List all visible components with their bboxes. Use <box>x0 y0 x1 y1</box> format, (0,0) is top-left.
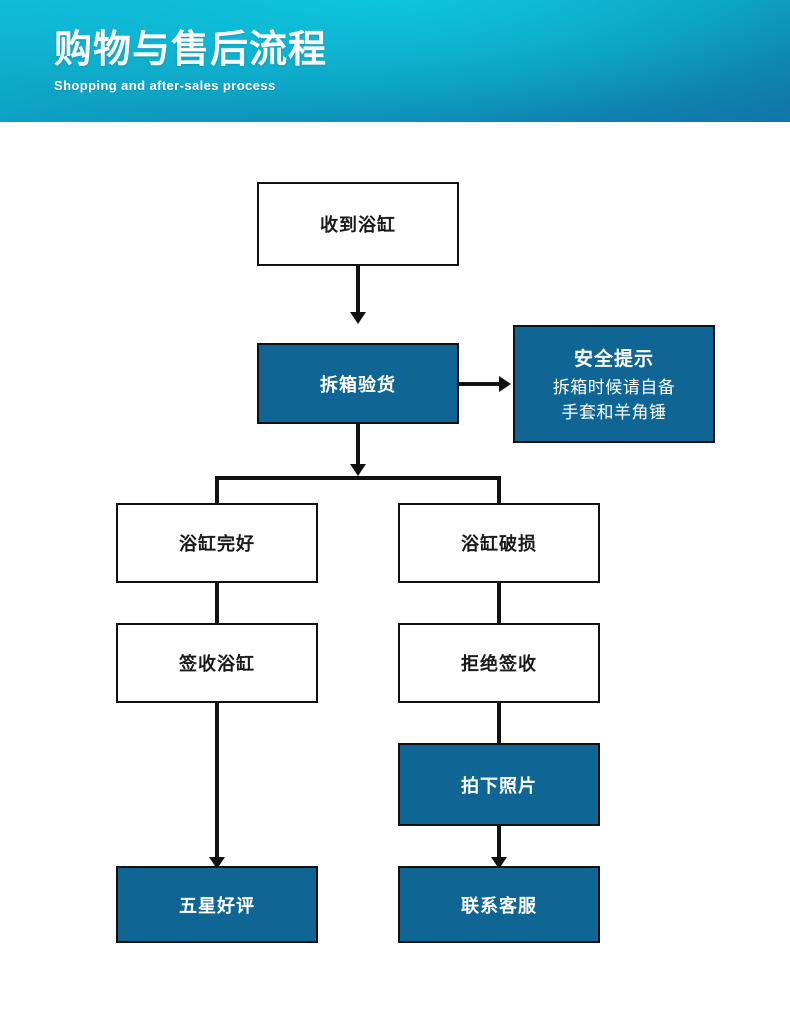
edge-unbox-to-split <box>356 424 360 466</box>
node-unbox-inspect[interactable]: 拆箱验货 <box>257 343 459 424</box>
edge-sign-to-review <box>215 703 219 871</box>
node-safety-notice-title: 安全提示 <box>573 348 654 370</box>
node-safety-notice-line-1: 拆箱时候请自备 <box>552 377 676 397</box>
page-title: 购物与售后流程 <box>54 29 328 71</box>
node-sign-for-bathtub[interactable]: 签收浴缸 <box>116 623 318 703</box>
node-contact-support-label: 联系客服 <box>461 895 537 916</box>
page-header-banner: 购物与售后流程 Shopping and after-sales process <box>0 0 790 122</box>
edge-received-to-unbox <box>356 266 360 314</box>
node-five-star-review-label: 五星好评 <box>179 895 255 916</box>
edge-split-bar <box>215 476 501 480</box>
edge-damaged-to-refuse <box>497 583 501 629</box>
node-take-photos[interactable]: 拍下照片 <box>398 743 600 826</box>
node-received-bathtub[interactable]: 收到浴缸 <box>257 182 459 266</box>
node-sign-for-bathtub-label: 签收浴缸 <box>179 654 255 674</box>
node-contact-support[interactable]: 联系客服 <box>398 866 600 943</box>
arrowhead-unbox-to-split <box>350 464 366 476</box>
edge-photo-to-support <box>497 826 501 871</box>
node-bathtub-damaged-label: 浴缸破损 <box>461 534 537 554</box>
node-refuse-delivery-label: 拒绝签收 <box>461 654 537 674</box>
flowchart-canvas: 收到浴缸 拆箱验货 安全提示 拆箱时候请自备 手套和羊角锤 浴缸完好 <box>0 122 790 1026</box>
node-refuse-delivery[interactable]: 拒绝签收 <box>398 623 600 703</box>
node-safety-notice-line-2: 手套和羊角锤 <box>561 402 667 422</box>
node-bathtub-intact-label: 浴缸完好 <box>179 534 255 554</box>
edge-split-left-drop <box>215 476 219 503</box>
node-take-photos-label: 拍下照片 <box>461 775 537 796</box>
edge-split-right-drop <box>497 476 501 503</box>
node-bathtub-damaged[interactable]: 浴缸破损 <box>398 503 600 583</box>
page-subtitle: Shopping and after-sales process <box>54 78 276 93</box>
node-five-star-review[interactable]: 五星好评 <box>116 866 318 943</box>
edge-intact-to-sign <box>215 583 219 629</box>
node-unbox-inspect-label: 拆箱验货 <box>320 374 396 395</box>
edge-refuse-to-photo <box>497 703 501 749</box>
node-received-bathtub-label: 收到浴缸 <box>320 215 396 235</box>
header-text-group: 购物与售后流程 Shopping and after-sales process <box>54 28 327 94</box>
arrowhead-unbox-to-safety <box>499 376 511 392</box>
node-bathtub-intact[interactable]: 浴缸完好 <box>116 503 318 583</box>
node-safety-notice[interactable]: 安全提示 拆箱时候请自备 手套和羊角锤 <box>513 325 715 443</box>
arrowhead-received-to-unbox <box>350 312 366 324</box>
edge-unbox-to-safety <box>459 382 505 386</box>
